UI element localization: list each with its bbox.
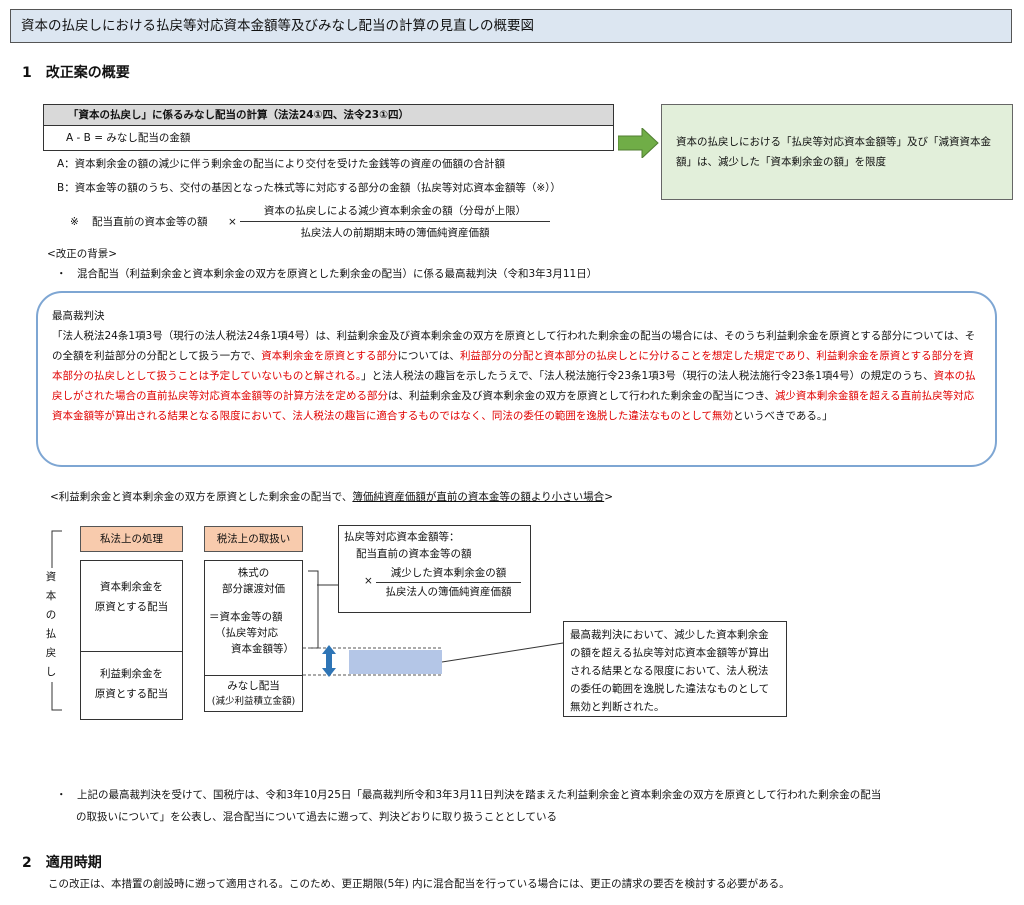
calc-denominator: 払戻法人の簿価純資産価額 — [385, 586, 512, 598]
col-private-law: 私法上の処理 — [80, 526, 183, 552]
section-1-heading: 1 改正案の概要 — [22, 65, 130, 81]
calc-fraction-bar — [376, 582, 521, 583]
col-tax-law: 税法上の取扱い — [204, 526, 303, 552]
ruling-summary-line: される結果となる限度において、法人税法 — [570, 665, 769, 677]
diagram-caption: <利益剰余金と資本剰余金の双方を原資とした剰余金の配当で、簿価純資産価額が直前の… — [50, 490, 613, 504]
tax-label: （払戻等対応 — [215, 627, 278, 639]
tax-label: 資本金額等） — [231, 643, 294, 655]
calc-left-term: 配当直前の資本金等の額 — [356, 548, 472, 560]
supreme-court-ruling-box: 最高裁判決 「法人税法24条1項3号（現行の法人税法24条1項4号）は、利益剰余… — [36, 291, 997, 467]
section-2-heading: 2 適用時期 — [22, 855, 102, 871]
calc-times: × — [364, 575, 373, 587]
capital-surplus-label: 原資とする配当 — [94, 601, 169, 613]
caption-suffix: > — [604, 491, 613, 503]
calc-connector — [317, 584, 339, 586]
deemed-dividend-label: みなし配当 — [227, 680, 280, 692]
nta-line: ・ 上記の最高裁判決を受けて、国税庁は、令和3年10月25日「最高裁判所令和3年… — [56, 789, 882, 801]
ruling-highlight: 利益部分の分配と資本部分の払戻しとに分けることを想定した規定であり、利益剰余金を… — [52, 350, 974, 382]
section-2-text: この改正は、本措置の創設時に遡って適用される。このため、更正期限(5年) 内に混… — [48, 878, 790, 890]
formula-header: 「資本の払戻し」に係るみなし配当の計算（法法24①四、法令23①四） — [43, 104, 614, 126]
capital-surplus-dividend-box: 資本剰余金を 原資とする配当 — [80, 560, 183, 652]
ruling-label: 最高裁判決 — [52, 310, 105, 322]
ruling-text: については、 — [397, 350, 460, 362]
excess-indicator — [303, 642, 564, 676]
ruling-summary-box: 最高裁判決において、減少した資本剰余金 の額を超える払戻等対応資本金額等が算出 … — [563, 621, 787, 717]
capital-surplus-label: 資本剰余金を — [100, 581, 163, 593]
ruling-summary-line: 無効と判断された。 — [570, 701, 665, 713]
tax-label: 部分譲渡対価 — [222, 583, 285, 595]
note-times: × — [228, 216, 237, 228]
double-arrow-icon — [322, 645, 336, 677]
background-heading: <改正の背景> — [47, 248, 118, 260]
ruling-summary-line: 最高裁判決において、減少した資本剰余金 — [570, 629, 769, 641]
background-bullet: ・ 混合配当（利益剰余金と資本剰余金の双方を原資とした剰余金の配当）に係る最高裁… — [56, 268, 598, 280]
limit-note-text: 資本の払戻しにおける「払戻等対応資本金額等」及び「減資資本金額」は、減少した「資… — [676, 136, 991, 168]
deemed-dividend-label: (減少利益積立金額) — [211, 696, 296, 707]
nta-line: の取扱いについて」を公表し、混合配当について過去に遡って、判決どおりに取り扱うこ… — [76, 811, 558, 823]
retained-earnings-label: 利益剰余金を — [100, 668, 163, 680]
ruling-highlight: 減少資本剰余金額を超える直前払戻等対応資本金額等が算出される結果となる限度におい… — [52, 390, 975, 422]
ruling-text: 」と法人税法の趣旨を示したうえで、「法人税法施行令23条1項3号（現行の法人税法… — [361, 370, 934, 382]
tax-label: 株式の — [237, 567, 270, 579]
definition-a: A：資本剰余金の額の減少に伴う剰余金の配当により交付を受けた金銭等の資産の価額の… — [57, 158, 505, 170]
limit-note-box: 資本の払戻しにおける「払戻等対応資本金額等」及び「減資資本金額」は、減少した「資… — [661, 104, 1013, 200]
ruling-highlight: 資本の払戻しがされた場合の直前払戻等対応資本金額等の計算方法を定める部分 — [52, 370, 976, 402]
right-arrow-icon — [618, 128, 659, 158]
calc-title: 払戻等対応資本金額等： — [344, 531, 460, 543]
note-numerator: 資本の払戻しによる減少資本剰余金の額（分母が上限） — [263, 205, 527, 217]
note-left-term: 配当直前の資本金等の額 — [92, 216, 208, 228]
tax-label: ＝資本金等の額 — [209, 611, 283, 623]
page-title: 資本の払戻しにおける払戻等対応資本金額等及びみなし配当の計算の見直しの概要図 — [10, 9, 1012, 43]
deemed-dividend-box: みなし配当 (減少利益積立金額) — [204, 676, 303, 712]
nta-paragraph: ・ 上記の最高裁判決を受けて、国税庁は、令和3年10月25日「最高裁判所令和3年… — [56, 784, 881, 828]
note-fraction-bar — [240, 221, 550, 222]
caption-underlined: 簿価純資産価額が直前の資本金等の額より小さい場合 — [352, 491, 605, 503]
caption-prefix: <利益剰余金と資本剰余金の双方を原資とした剰余金の配当で、 — [50, 491, 353, 503]
calc-numerator: 減少した資本剰余金の額 — [390, 567, 507, 579]
ruling-highlight: 資本剰余金を原資とする部分 — [261, 350, 398, 362]
retained-earnings-label: 原資とする配当 — [94, 688, 169, 700]
formula-expression: A - B = みなし配当の金額 — [43, 126, 614, 151]
ruling-summary-line: の額を超える払戻等対応資本金額等が算出 — [570, 647, 770, 659]
ruling-text: は、利益剰余金及び資本剰余金の双方を原資として行われた剰余金の配当につき、 — [388, 390, 775, 402]
ruling-quote: 「法人税法24条1項3号（現行の法人税法24条1項4号）は、利益剰余金及び資本剰… — [52, 326, 981, 426]
definition-b: B：資本金等の額のうち、交付の基因となった株式等に対応する部分の金額（払戻等対応… — [57, 182, 561, 194]
retained-earnings-dividend-box: 利益剰余金を 原資とする配当 — [80, 652, 183, 720]
note-mark: ※ — [70, 216, 79, 228]
side-label: 資本の払戻し — [44, 568, 58, 682]
calc-box — [338, 525, 531, 613]
ruling-text: 「法人税法24条1項3号（現行の法人税法24条1項4号）は、利益剰余金及び資本剰… — [52, 330, 976, 362]
share-transfer-box: 株式の 部分譲渡対価 ＝資本金等の額 （払戻等対応 資本金額等） — [204, 560, 303, 676]
note-denominator: 払戻法人の前期期末時の簿価純資産価額 — [300, 227, 490, 239]
ruling-text: というべきである。」 — [733, 410, 833, 422]
ruling-summary-line: の委任の範囲を逸脱した違法なものとして — [570, 683, 770, 695]
